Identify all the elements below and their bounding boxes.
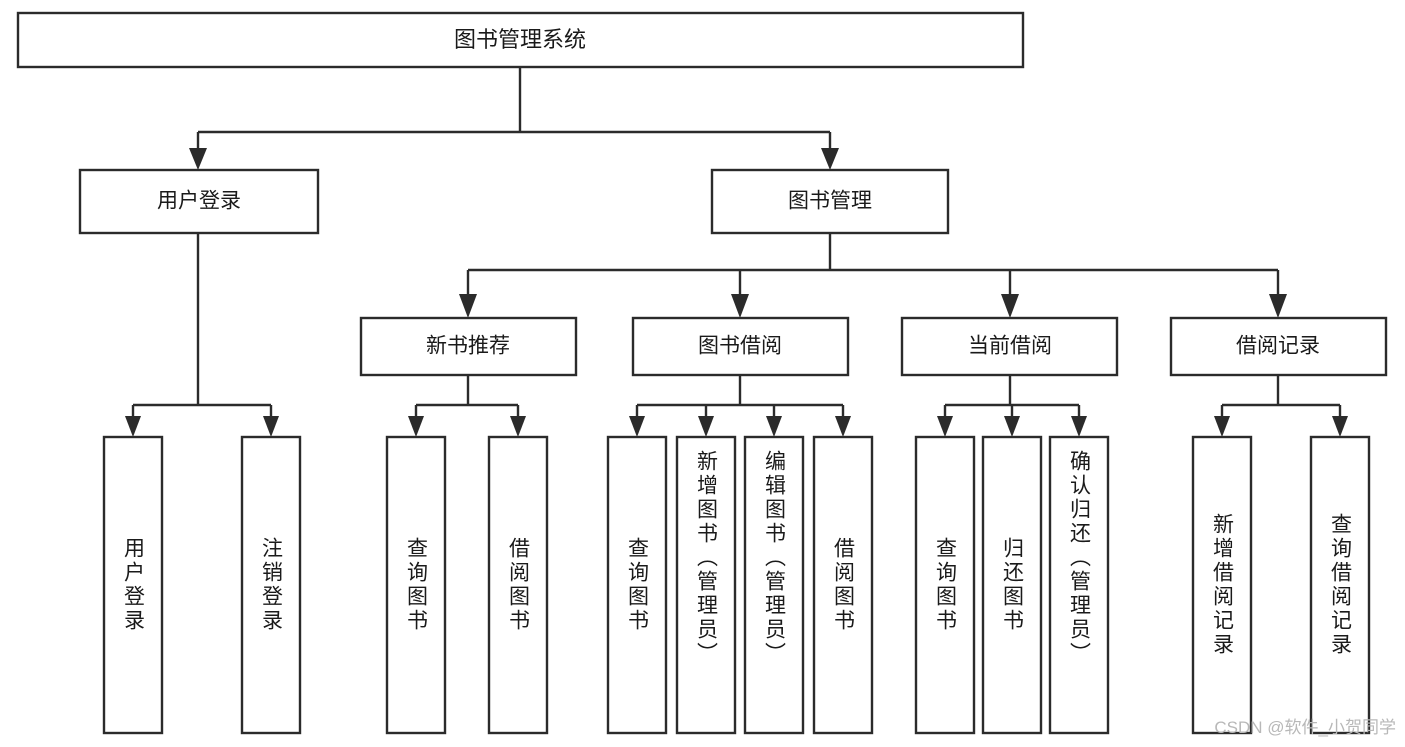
node-book-manage-label: 图书管理 xyxy=(788,190,872,213)
node-leaf-nbr-borrow-box[interactable] xyxy=(487,435,549,735)
node-leaf-cb-confirm-box[interactable] xyxy=(1048,435,1110,735)
node-leaf-cb-confirm[interactable]: 确认归还（管理员） xyxy=(1048,435,1110,735)
node-borrow-record-label: 借阅记录 xyxy=(1236,335,1320,358)
arrow-head-leaf-br-add xyxy=(1214,416,1230,437)
node-leaf-bb-query[interactable]: 查询图书 xyxy=(606,435,668,735)
node-leaf-cb-query[interactable]: 查询图书 xyxy=(914,435,976,735)
node-leaf-cb-confirm-label: 确认归还（管理员） xyxy=(1068,450,1092,666)
node-user-login[interactable]: 用户登录 xyxy=(78,168,320,235)
node-leaf-user-login-label: 用户登录 xyxy=(122,537,146,633)
node-leaf-nbr-query[interactable]: 查询图书 xyxy=(385,435,447,735)
arrow-head-leaf-user-login xyxy=(125,416,141,437)
arrow-head-leaf-cb-return xyxy=(1004,416,1020,437)
node-book-borrow-label: 图书借阅 xyxy=(698,335,782,358)
node-leaf-nbr-query-label: 查询图书 xyxy=(405,537,429,633)
node-leaf-br-add-box[interactable] xyxy=(1191,435,1253,735)
node-leaf-br-query[interactable]: 查询借阅记录 xyxy=(1309,435,1371,735)
node-leaf-bb-query-label: 查询图书 xyxy=(626,537,650,633)
node-new-book-rec[interactable]: 新书推荐 xyxy=(359,316,578,377)
node-root-label: 图书管理系统 xyxy=(454,27,586,52)
arrow-head-leaf-cb-query xyxy=(937,416,953,437)
node-user-login-box[interactable] xyxy=(78,168,320,235)
node-new-book-rec-label: 新书推荐 xyxy=(426,335,510,358)
arrow-head-book-manage xyxy=(821,148,839,170)
node-leaf-bb-borrow-box[interactable] xyxy=(812,435,874,735)
connector-group-user-login-leaves xyxy=(125,233,279,437)
node-book-borrow-box[interactable] xyxy=(631,316,850,377)
node-leaf-bb-borrow[interactable]: 借阅图书 xyxy=(812,435,874,735)
connector-group-book-borrow-leaves xyxy=(629,375,851,437)
node-leaf-bb-query-box[interactable] xyxy=(606,435,668,735)
node-leaf-cb-return-box[interactable] xyxy=(981,435,1043,735)
arrow-head-current-borrow xyxy=(1001,294,1019,318)
node-leaf-cb-return-label: 归还图书 xyxy=(1001,537,1025,633)
node-borrow-record-box[interactable] xyxy=(1169,316,1388,377)
connector-group-book-manage-to-level3 xyxy=(459,233,1287,318)
node-leaf-user-logout-box[interactable] xyxy=(240,435,302,735)
node-leaf-nbr-query-box[interactable] xyxy=(385,435,447,735)
node-current-borrow-label: 当前借阅 xyxy=(968,335,1052,358)
node-leaf-br-query-label: 查询借阅记录 xyxy=(1329,513,1353,657)
node-leaf-nbr-borrow[interactable]: 借阅图书 xyxy=(487,435,549,735)
node-leaf-br-add-label: 新增借阅记录 xyxy=(1211,513,1235,657)
node-leaf-cb-return[interactable]: 归还图书 xyxy=(981,435,1043,735)
arrow-head-leaf-cb-confirm xyxy=(1071,416,1087,437)
node-leaf-bb-edit[interactable]: 编辑图书（管理员） xyxy=(743,435,805,735)
node-leaf-br-query-box[interactable] xyxy=(1309,435,1371,735)
arrow-head-leaf-nbr-borrow xyxy=(510,416,526,437)
node-current-borrow-box[interactable] xyxy=(900,316,1119,377)
node-root-box[interactable] xyxy=(16,11,1025,69)
node-book-manage-box[interactable] xyxy=(710,168,950,235)
arrow-head-leaf-bb-edit xyxy=(766,416,782,437)
node-root[interactable]: 图书管理系统 xyxy=(16,11,1025,69)
connector-group-borrow-record-leaves xyxy=(1214,375,1348,437)
node-leaf-bb-add[interactable]: 新增图书（管理员） xyxy=(675,435,737,735)
arrow-head-leaf-bb-add xyxy=(698,416,714,437)
arrow-head-leaf-bb-borrow xyxy=(835,416,851,437)
arrow-head-leaf-br-query xyxy=(1332,416,1348,437)
node-book-manage[interactable]: 图书管理 xyxy=(710,168,950,235)
node-leaf-br-add[interactable]: 新增借阅记录 xyxy=(1191,435,1253,735)
arrow-head-new-book-rec xyxy=(459,294,477,318)
connector-group-current-borrow-leaves xyxy=(937,375,1087,437)
node-leaf-user-logout[interactable]: 注销登录 xyxy=(240,435,302,735)
node-leaf-nbr-borrow-label: 借阅图书 xyxy=(507,537,531,633)
node-leaf-user-login[interactable]: 用户登录 xyxy=(102,435,164,735)
arrow-head-leaf-user-logout xyxy=(263,416,279,437)
node-new-book-rec-box[interactable] xyxy=(359,316,578,377)
node-leaf-bb-add-label: 新增图书（管理员） xyxy=(695,450,719,666)
arrow-head-leaf-nbr-query xyxy=(408,416,424,437)
arrow-head-leaf-bb-query xyxy=(629,416,645,437)
node-leaf-cb-query-label: 查询图书 xyxy=(934,537,958,633)
node-current-borrow[interactable]: 当前借阅 xyxy=(900,316,1119,377)
node-leaf-user-logout-label: 注销登录 xyxy=(260,537,284,633)
arrow-head-book-borrow xyxy=(731,294,749,318)
node-user-login-label: 用户登录 xyxy=(157,190,241,213)
node-leaf-cb-query-box[interactable] xyxy=(914,435,976,735)
node-leaf-bb-edit-label: 编辑图书（管理员） xyxy=(763,450,787,666)
node-book-borrow[interactable]: 图书借阅 xyxy=(631,316,850,377)
arrow-head-user-login xyxy=(189,148,207,170)
node-leaf-user-login-box[interactable] xyxy=(102,435,164,735)
connector-group-new-book-rec-leaves xyxy=(408,375,526,437)
csdn-watermark: CSDN @软件_小贺同学 xyxy=(1214,718,1396,737)
node-borrow-record[interactable]: 借阅记录 xyxy=(1169,316,1388,377)
node-leaf-bb-borrow-label: 借阅图书 xyxy=(832,537,856,633)
node-leaf-bb-edit-box[interactable] xyxy=(743,435,805,735)
arrow-head-borrow-record xyxy=(1269,294,1287,318)
connector-group-root-to-level2 xyxy=(189,67,839,170)
node-leaf-bb-add-box[interactable] xyxy=(675,435,737,735)
